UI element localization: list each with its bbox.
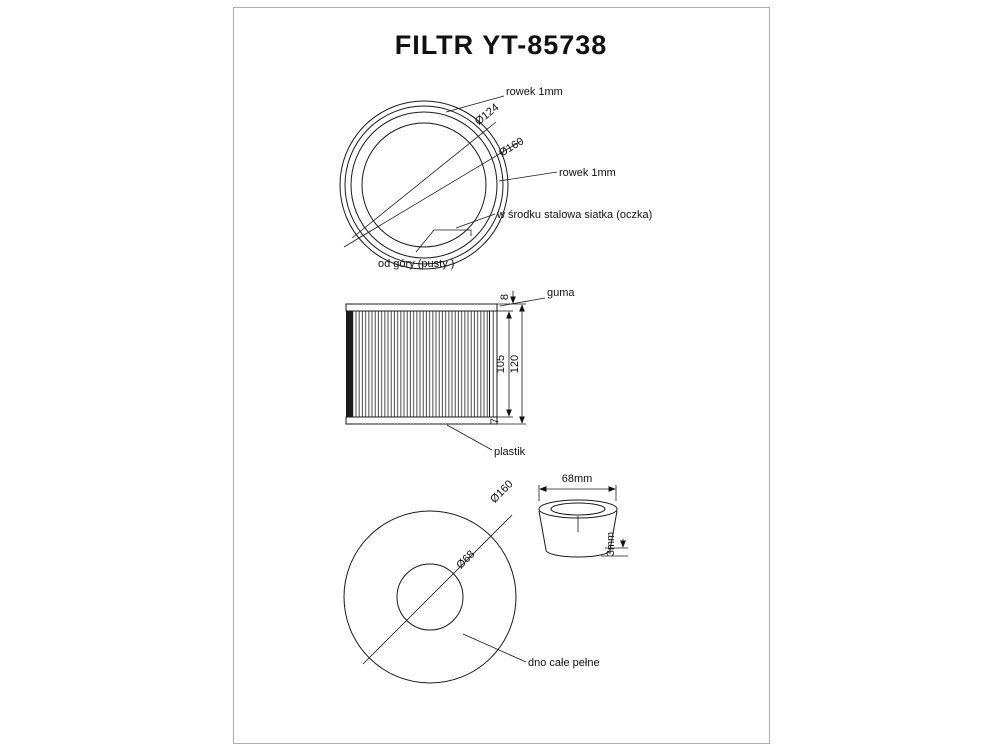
cup-rim-inner (550, 502, 606, 516)
cup-wall-left (538, 510, 547, 551)
top-view-circle-outer (339, 100, 509, 270)
dim-text-120: 120 (509, 355, 521, 373)
cup-wall-right (609, 510, 618, 551)
filter-media-body (352, 310, 490, 418)
label-mesh: w środku stalowa siatka (oczka) (496, 209, 652, 221)
mesh-notch (415, 229, 472, 253)
plastic-bottom-band (345, 416, 498, 425)
drawing-frame (233, 7, 770, 744)
side-view: 8 105 120 7 guma plastik (345, 287, 575, 458)
leader-groove-right (498, 171, 558, 182)
label-plastic: plastik (494, 446, 526, 458)
label-groove-right: rowek 1mm (559, 167, 616, 179)
label-rubber: guma (547, 287, 575, 299)
top-view-circle-groove (344, 105, 504, 265)
label-groove-top: rowek 1mm (506, 86, 563, 98)
bottom-view-circle-inner (396, 563, 464, 631)
leader-groove-top (445, 95, 505, 113)
leader-solid-bottom (462, 633, 527, 663)
top-view-caption: od góry (pusty ) (378, 258, 454, 270)
top-view-circle-inner (361, 122, 487, 248)
bottom-diameter-line (362, 514, 513, 665)
dim-text-7: 7 (489, 418, 501, 424)
leader-mesh (455, 213, 496, 229)
left-end-cap (346, 311, 353, 417)
dim-text-8: 8 (499, 294, 511, 300)
leader-rubber (499, 297, 546, 307)
leader-plastic (446, 424, 493, 451)
bottom-view-circle-outer (343, 510, 517, 684)
top-view-circle-thick (350, 111, 498, 259)
dim-text-3mm: 3mm (605, 532, 617, 556)
dim-text-68mm: 68mm (562, 473, 593, 485)
dim-text-105: 105 (495, 355, 507, 373)
diameter-line-160 (343, 140, 522, 248)
page-title: FILTR YT-85738 (395, 30, 608, 60)
cup-section-view: 68mm 3mm (538, 473, 628, 558)
diameter-line-124 (351, 121, 497, 239)
cup-bottom-arc (545, 549, 611, 558)
label-solid-bottom: dno całe pełne (528, 657, 600, 669)
